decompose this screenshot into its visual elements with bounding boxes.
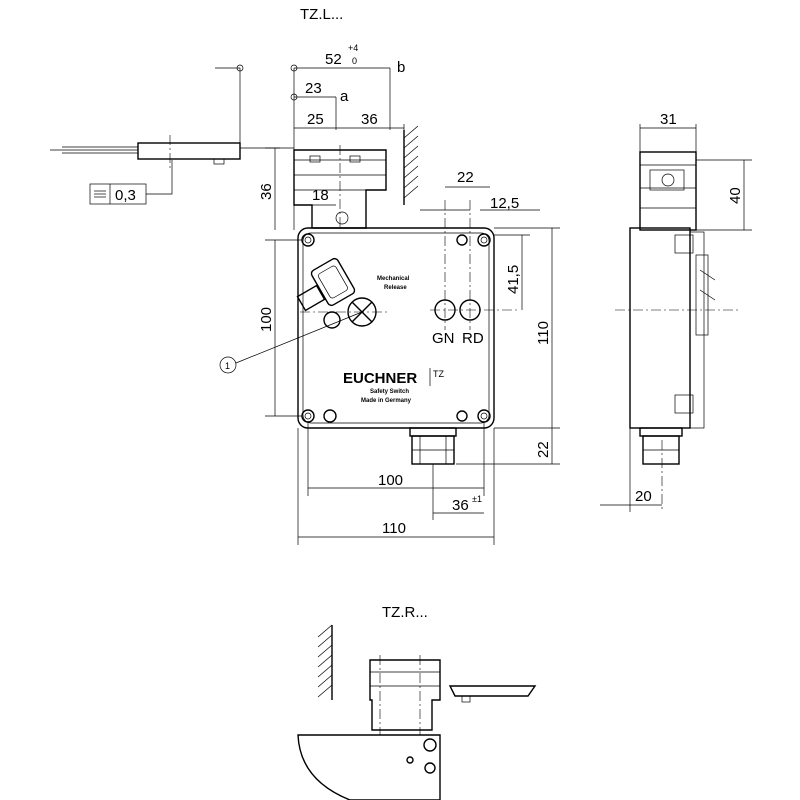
side-view: 31 40 20 xyxy=(600,111,752,512)
housing-front xyxy=(297,227,495,429)
dim-20: 20 xyxy=(635,488,652,505)
dim-22-right: 22 xyxy=(535,441,552,458)
dim-52-tol-upper: +4 xyxy=(348,43,358,53)
dim-40: 40 xyxy=(727,187,744,204)
dim-31: 31 xyxy=(660,111,677,128)
label-a: a xyxy=(340,88,349,105)
product-label: EUCHNER TZ Safety Switch Made in Germany xyxy=(343,368,444,404)
tolerance-value: 0,3 xyxy=(115,187,136,204)
mechanical-release: Mechanical Release xyxy=(296,257,410,329)
connector-plug xyxy=(409,427,457,465)
dim-23: 23 xyxy=(305,80,322,97)
label-release: Release xyxy=(384,285,407,291)
label-origin: Made in Germany xyxy=(361,398,412,404)
dim-12-5: 12,5 xyxy=(490,195,519,212)
brand-logo: EUCHNER xyxy=(343,370,417,387)
dim-36-tol: ±1 xyxy=(472,494,482,504)
flatness-tolerance-frame: 0,3 xyxy=(89,160,173,205)
dim-36-bottom: 36 xyxy=(452,497,469,514)
housing-dimensions: 22 12,5 41,5 110 22 100 100 36 ±1 xyxy=(258,169,560,545)
led-label-rd: RD xyxy=(462,330,484,347)
dim-100-bottom: 100 xyxy=(378,472,403,489)
dim-25: 25 xyxy=(307,111,324,128)
dim-36-top: 36 xyxy=(361,111,378,128)
dim-52-tol-lower: 0 xyxy=(352,56,357,66)
callout-1: 1 xyxy=(219,311,363,374)
dim-110-right: 110 xyxy=(535,321,552,345)
view-title-right: TZ.R... xyxy=(382,604,428,621)
label-mechanical: Mechanical xyxy=(377,276,410,282)
left-dimension-group: 36 18 xyxy=(258,147,336,230)
led-label-gn: GN xyxy=(432,330,455,347)
led-group: GN RD xyxy=(430,200,520,347)
view-title-left: TZ.L... xyxy=(300,6,343,23)
model-logo: TZ xyxy=(433,369,444,379)
dim-110-bottom: 110 xyxy=(382,520,406,537)
label-b: b xyxy=(397,59,405,76)
dim-36-left: 36 xyxy=(258,183,275,200)
callout-number: 1 xyxy=(225,361,230,371)
wall-hatching-top xyxy=(403,125,419,205)
top-dimension-group: 52 +4 0 b 23 a 25 36 xyxy=(290,43,405,230)
switch-head xyxy=(293,145,387,230)
dim-100-left: 100 xyxy=(258,307,275,332)
actuator-side-view xyxy=(50,64,280,170)
dim-41-5: 41,5 xyxy=(505,265,522,294)
dim-18: 18 xyxy=(312,187,329,204)
tz-r-view xyxy=(297,624,537,800)
dim-52: 52 xyxy=(325,51,342,68)
label-product: Safety Switch xyxy=(370,389,409,395)
dim-22-top: 22 xyxy=(457,169,474,186)
